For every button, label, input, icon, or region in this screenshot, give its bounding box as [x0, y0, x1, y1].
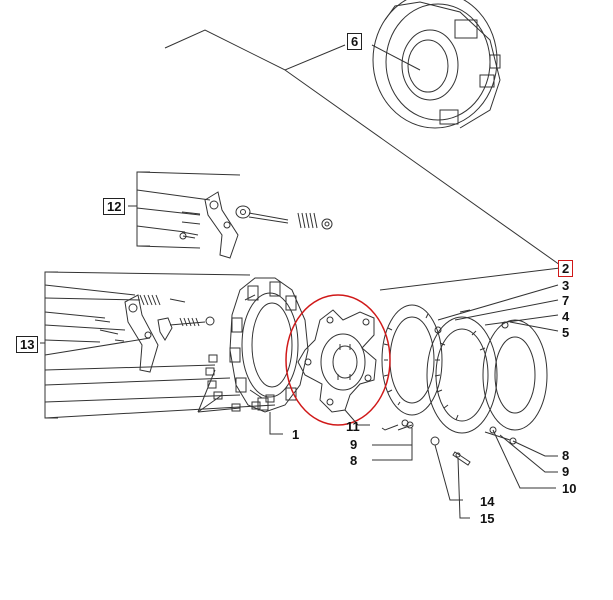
callout-6: 6 [347, 33, 363, 50]
clutch-housing [229, 277, 309, 435]
callout-10: 10 [562, 481, 577, 496]
leader-lines-right [344, 267, 561, 519]
callout-13: 13 [16, 336, 39, 353]
drive-ring-4 [426, 309, 498, 434]
callout-11: 11 [346, 419, 360, 434]
pressure-plate-5 [482, 319, 548, 434]
callout-3: 3 [562, 278, 570, 293]
callout-5: 5 [562, 325, 570, 340]
highlight-circle [285, 294, 391, 426]
callout-8-right: 8 [562, 448, 570, 463]
bracket-12 [128, 171, 241, 249]
release-lever-lower [94, 294, 215, 373]
callout-4: 4 [562, 309, 570, 324]
leader-lines-6 [164, 29, 561, 266]
pressure-plate-cover [372, 0, 501, 129]
callout-7: 7 [562, 293, 570, 308]
callout-8-left: 8 [350, 453, 358, 468]
callout-9-left: 9 [350, 437, 358, 452]
small-rollers [197, 354, 275, 413]
bracket-13 [40, 271, 276, 419]
eye-bolt-spring-nut [235, 205, 333, 230]
callout-9-right: 9 [562, 464, 570, 479]
friction-plate-3 [381, 304, 443, 427]
callout-15: 15 [480, 511, 495, 526]
callout-1: 1 [292, 427, 300, 442]
bolts-washers [397, 421, 517, 466]
release-lever-upper [179, 191, 239, 259]
clutch-disc-2 [297, 309, 377, 413]
callout-14: 14 [480, 494, 495, 509]
callout-2: 2 [558, 260, 574, 277]
callout-12: 12 [103, 198, 126, 215]
